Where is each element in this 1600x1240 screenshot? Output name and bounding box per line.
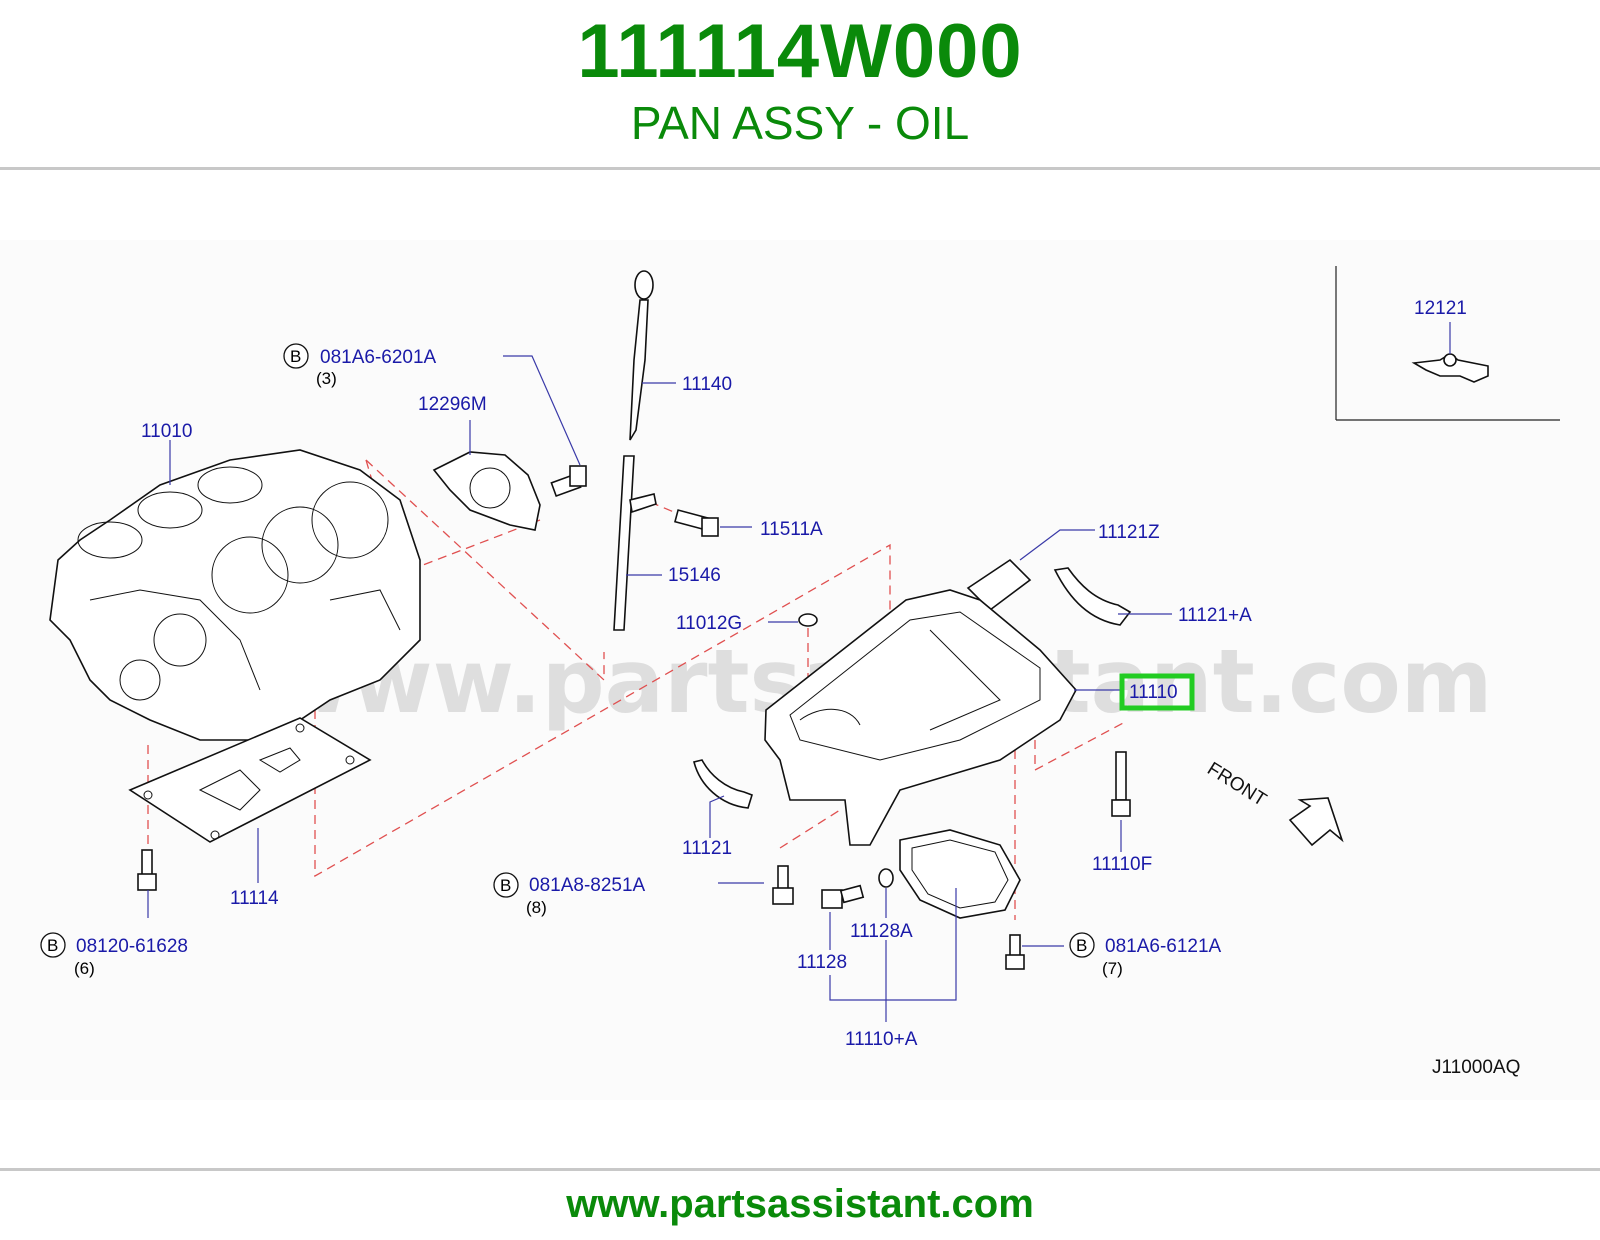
svg-text:B: B xyxy=(1076,936,1087,955)
label-12121: 12121 xyxy=(1414,298,1467,319)
label-12296M: 12296M xyxy=(418,394,487,415)
engine-block-11010 xyxy=(49,449,421,741)
label-11110A: 11110+A xyxy=(845,1029,918,1050)
bolt-callout-081A6-6121A: B 081A6-6121A (7) xyxy=(1069,932,1222,978)
label-11110F: 11110F xyxy=(1092,854,1152,875)
bolt-callout-08120-61628: B 08120-61628 (6) xyxy=(40,932,188,978)
bolt-11110F-shape xyxy=(1111,751,1131,817)
drain-plug-11128-shape xyxy=(821,884,865,909)
diagram-reference-code: J11000AQ xyxy=(1432,1057,1520,1078)
gasket-11121-shape xyxy=(693,759,753,809)
dipstick-11140 xyxy=(629,270,654,441)
bolt-08120-61628-shape xyxy=(137,849,157,891)
ladder-frame-11114 xyxy=(128,717,372,843)
footer-link[interactable]: www.partsassistant.com xyxy=(566,1182,1034,1226)
svg-text:(6): (6) xyxy=(74,959,95,978)
svg-text:(7): (7) xyxy=(1102,959,1123,978)
svg-text:081A6-6201A: 081A6-6201A xyxy=(320,347,437,368)
plug-11012G-shape xyxy=(798,613,818,627)
part-name-subtitle: PAN ASSY - OIL xyxy=(630,97,970,149)
label-15146: 15146 xyxy=(668,565,721,586)
bolt-11511A-shape xyxy=(674,509,719,537)
seal-retainer-12296M xyxy=(432,451,541,531)
label-11010: 11010 xyxy=(141,421,192,442)
label-11110: 11110 xyxy=(1129,682,1178,703)
label-11511A: 11511A xyxy=(760,519,823,540)
svg-text:(8): (8) xyxy=(526,898,547,917)
svg-text:081A8-8251A: 081A8-8251A xyxy=(529,875,646,896)
svg-text:B: B xyxy=(290,347,301,366)
bolt-081A8-8251A-shape xyxy=(772,865,794,905)
front-label: FRONT xyxy=(1203,758,1270,811)
label-11121A: 11121+A xyxy=(1178,605,1252,626)
bolt-081A6-6121A-shape xyxy=(1005,934,1025,970)
svg-text:08120-61628: 08120-61628 xyxy=(76,936,188,957)
svg-text:B: B xyxy=(500,876,511,895)
front-direction-arrow: FRONT xyxy=(1203,758,1344,847)
part-labels: 11010 12296M 11140 11511A 15146 11012G 1… xyxy=(141,298,1467,1050)
oil-pan-lower-11110A xyxy=(899,829,1021,919)
header-divider xyxy=(0,167,1600,170)
highlight-box xyxy=(1119,673,1195,711)
label-11012G: 11012G xyxy=(676,613,742,634)
oil-pan-11110 xyxy=(764,589,1077,846)
label-11128: 11128 xyxy=(797,952,847,973)
bolt-callout-081A6-6201A: B 081A6-6201A (3) xyxy=(283,343,437,388)
dipstick-tube-15146 xyxy=(613,455,657,631)
label-11114: 11114 xyxy=(230,888,279,909)
svg-text:B: B xyxy=(47,936,58,955)
label-11121Z: 11121Z xyxy=(1098,522,1160,543)
label-11128A: 11128A xyxy=(850,921,913,942)
bolt-081A6-6201A-shape xyxy=(550,465,587,498)
part-number-title: 111114W000 xyxy=(577,9,1023,94)
gasket-11121A-shape xyxy=(1053,567,1132,626)
svg-text:081A6-6121A: 081A6-6121A xyxy=(1105,936,1222,957)
label-11121: 11121 xyxy=(682,838,732,859)
footer-divider xyxy=(0,1168,1600,1171)
washer-11128A-shape xyxy=(878,868,894,888)
inset-box xyxy=(1335,266,1560,421)
label-11140: 11140 xyxy=(682,374,732,395)
bolt-callout-081A8-8251A: B 081A8-8251A (8) xyxy=(493,872,646,917)
leader-lines xyxy=(147,355,1172,1022)
svg-text:(3): (3) xyxy=(316,369,337,388)
